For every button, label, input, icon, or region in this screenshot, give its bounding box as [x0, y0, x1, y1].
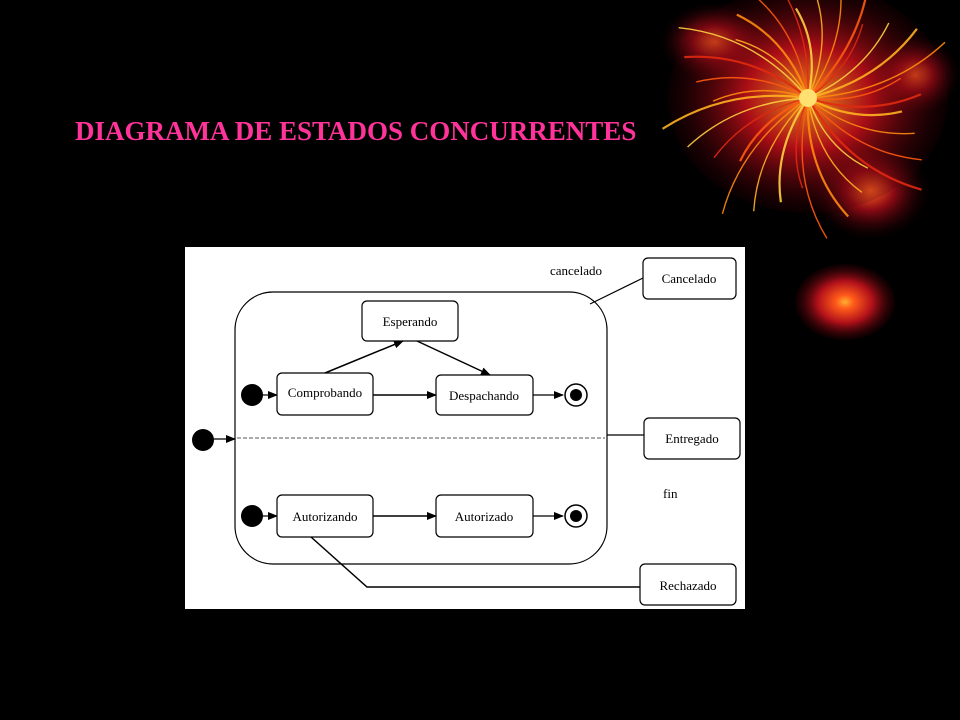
firework-ray [787, 0, 809, 99]
state-label: Comprobando [288, 385, 362, 400]
state-label: Entregado [665, 431, 718, 446]
state-label: Autorizando [293, 509, 358, 524]
state-autorizando: Autorizando [276, 494, 374, 538]
firework-ray [807, 0, 867, 99]
state-comprobando: Comprobando [276, 372, 374, 416]
firework-ray [807, 0, 823, 99]
initial-state-lower [241, 505, 263, 527]
final-state-lower [564, 504, 588, 528]
firework-ray [713, 97, 809, 159]
firework-ray [807, 97, 903, 117]
firework-ray [778, 97, 809, 203]
firework-ray [795, 97, 809, 189]
firework-ray [684, 55, 809, 99]
initial-state-upper [241, 384, 263, 406]
firework-ray [807, 77, 902, 101]
firework-ray [807, 28, 918, 100]
firework-rays [661, 0, 946, 239]
state-label: Cancelado [662, 271, 717, 286]
firework-ray [807, 41, 946, 99]
state-esperando: Esperando [361, 300, 459, 342]
firework-ray [758, 0, 809, 99]
firework-ray [721, 97, 809, 215]
firework-ray [807, 23, 864, 99]
firework-ray [661, 94, 809, 130]
state-autorizado: Autorizado [435, 494, 534, 538]
firework-ray [678, 27, 809, 99]
firework-ray [735, 38, 809, 99]
firework-ray [807, 97, 915, 135]
transition-comprobando-esperando [324, 340, 404, 374]
page-title: DIAGRAMA DE ESTADOS CONCURRENTES [75, 116, 637, 146]
firework-ray [739, 96, 809, 162]
state-label: Autorizado [455, 509, 513, 524]
transition-rechazado [310, 536, 640, 588]
firework-ray [696, 76, 809, 99]
state-label: Rechazado [659, 578, 716, 593]
transition-label-fin: fin [663, 486, 678, 501]
state-label: Esperando [383, 314, 438, 329]
firework-ray [807, 0, 842, 99]
firework-core [799, 89, 817, 107]
orb-small [795, 264, 895, 340]
transition-cancelado [589, 277, 644, 305]
firework-ray [712, 89, 809, 102]
firework-ray [807, 93, 922, 108]
firework-ray [801, 97, 828, 239]
firework-ray [753, 97, 809, 212]
state-diagram-panel: Esperando Comprobando Despachando [185, 247, 745, 609]
transition-esperando-despachando [416, 340, 491, 376]
firework-ray [807, 22, 890, 99]
transition-label-cancelado: cancelado [550, 263, 602, 278]
state-rechazado: Rechazado [639, 563, 737, 606]
composite-state [234, 291, 608, 565]
initial-state-outer [192, 429, 214, 451]
firework-ray [807, 97, 922, 191]
state-cancelado: Cancelado [642, 257, 737, 300]
firework-ray [795, 7, 813, 99]
firework-ray [807, 97, 863, 193]
state-despachando: Despachando [435, 374, 534, 416]
firework-ray [807, 97, 922, 161]
final-state-upper [564, 383, 588, 407]
state-entregado: Entregado [643, 417, 741, 460]
firework-ray [806, 97, 850, 218]
firework-ray [807, 97, 869, 169]
firework-ray [736, 13, 810, 99]
state-diagram: Esperando Comprobando Despachando [192, 257, 741, 606]
state-label: Despachando [449, 388, 519, 403]
firework-ray [687, 97, 809, 148]
